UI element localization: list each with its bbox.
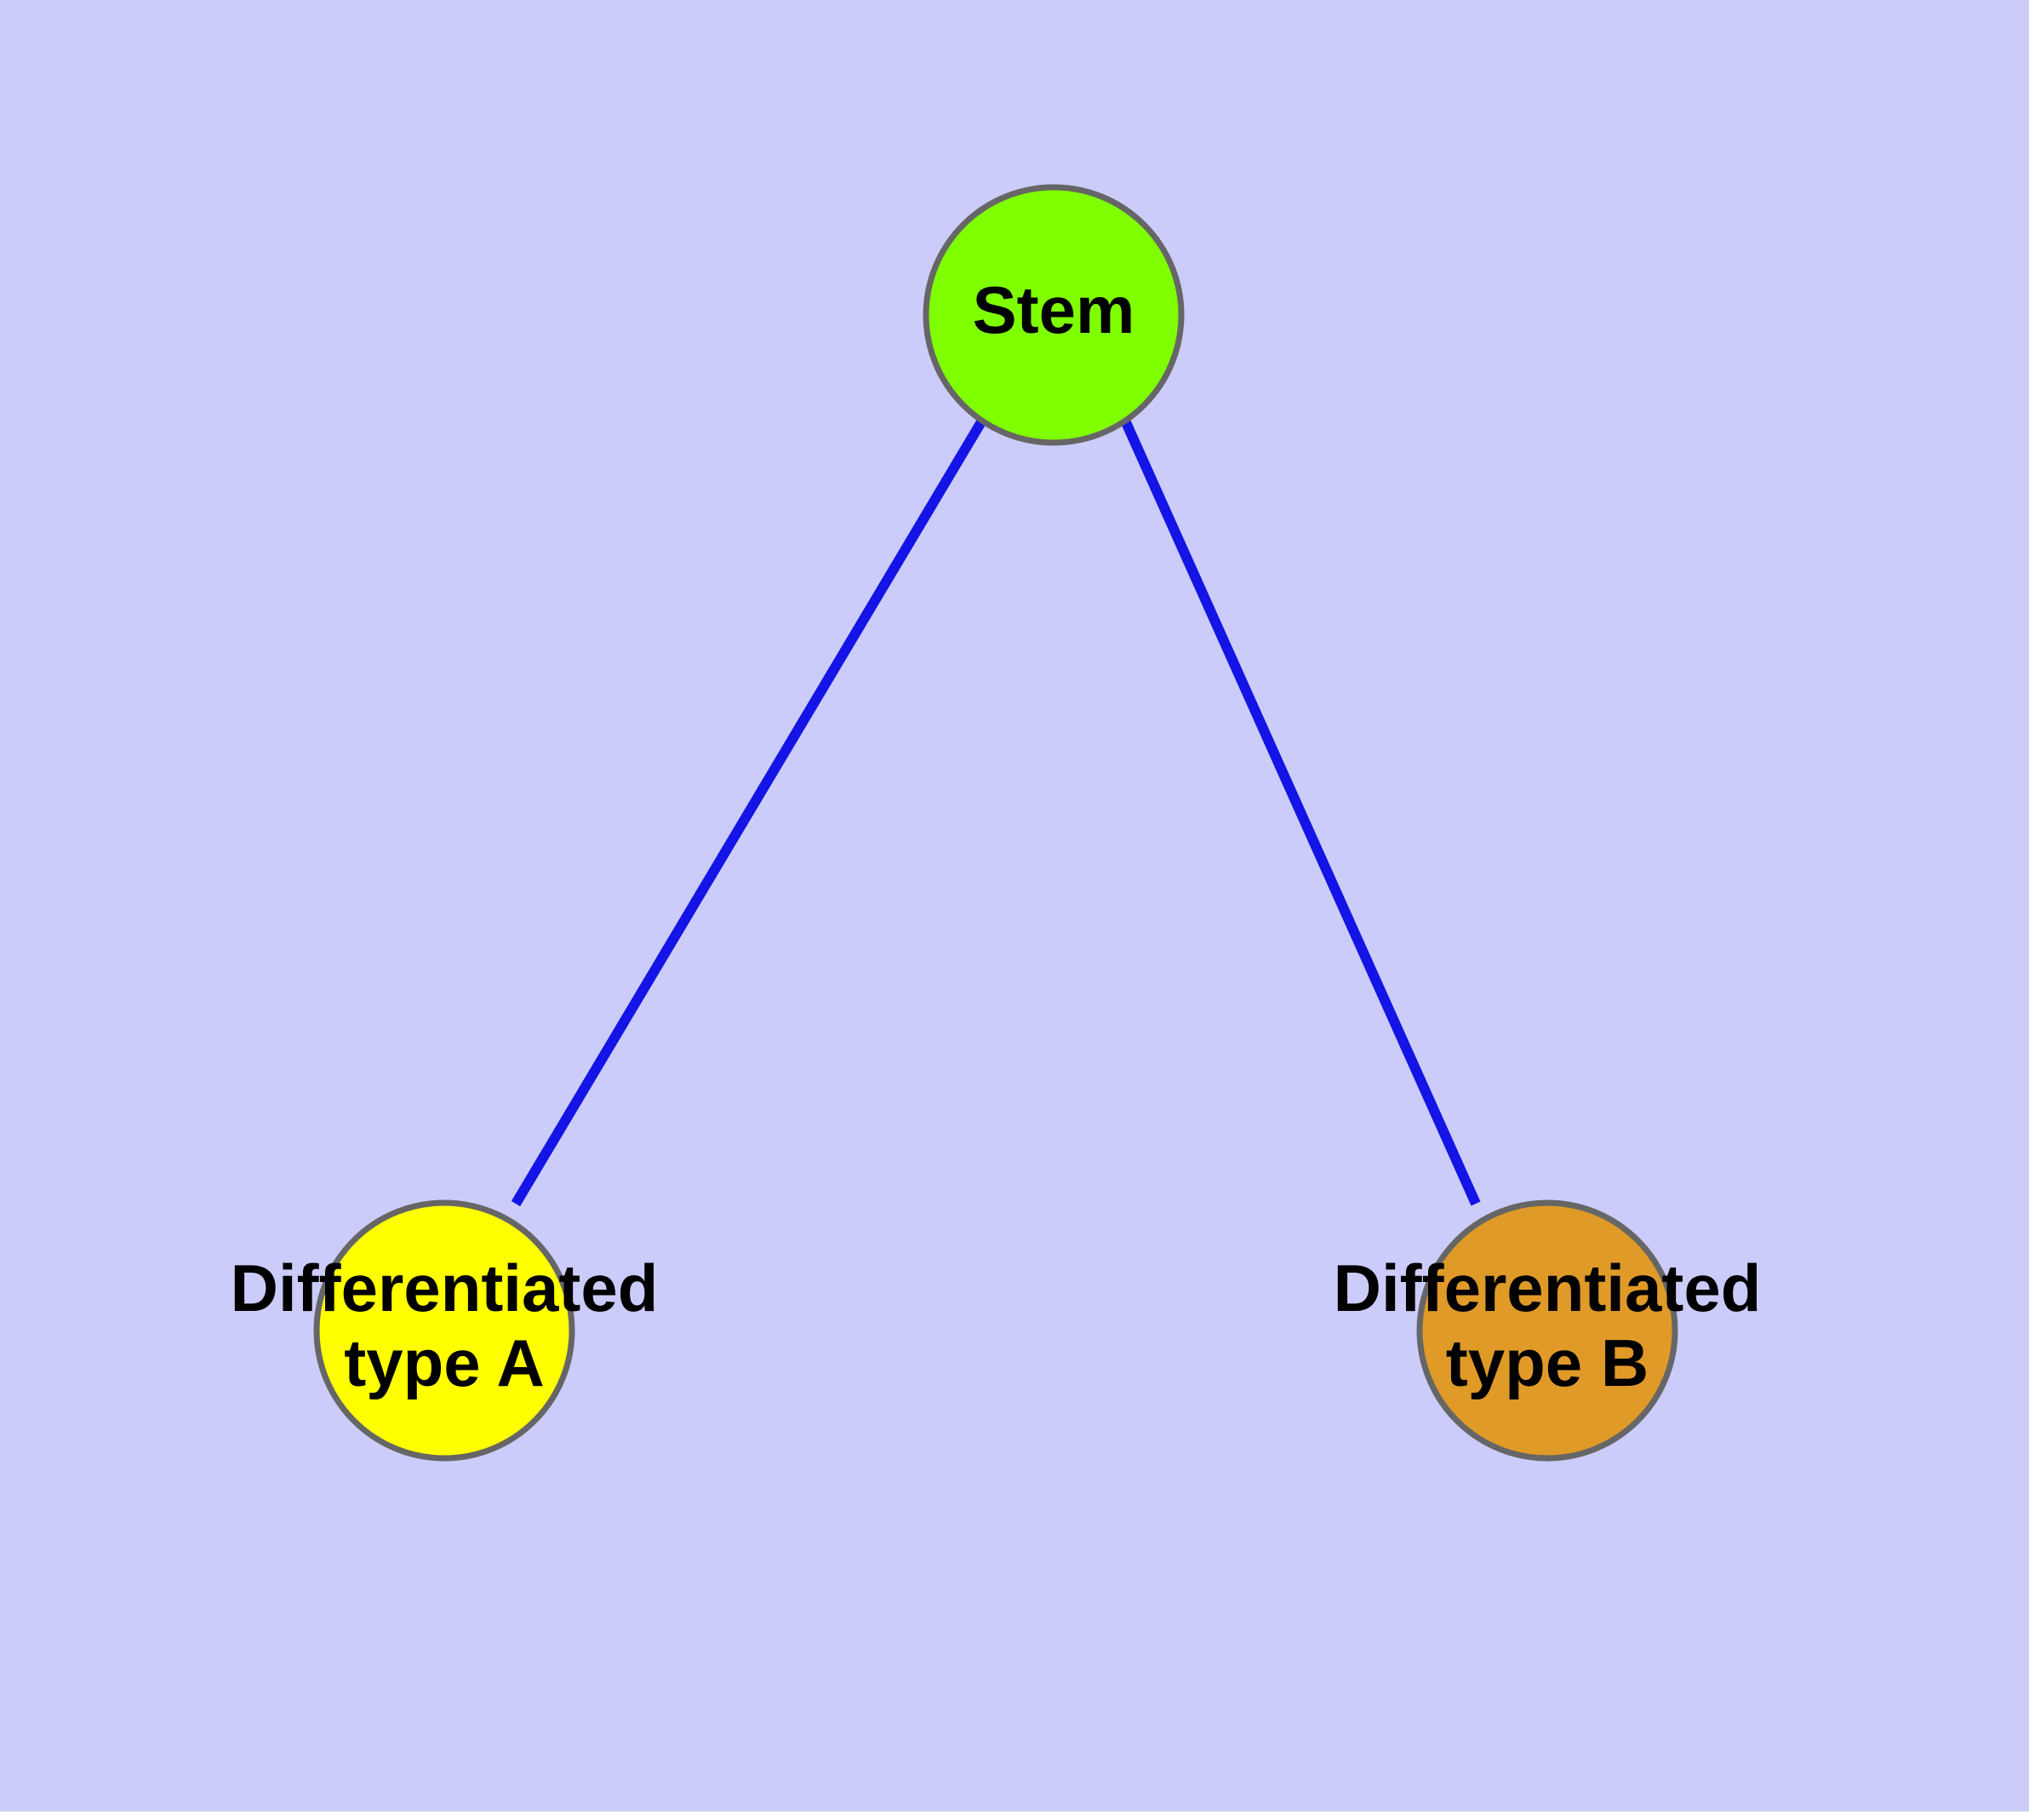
node-stem-circle[interactable] (923, 184, 1185, 446)
node-label-line: Differentiated (231, 1251, 659, 1325)
node-stem-label: Stem (973, 272, 1135, 347)
edge-stem-to-differentiated-type-a[interactable] (511, 417, 987, 1207)
node-label-line: Differentiated (1334, 1251, 1762, 1325)
node-differentiated-type-b-circle[interactable] (1416, 1199, 1678, 1462)
node-stem[interactable] (923, 184, 1185, 446)
node-label-line: Stem (973, 272, 1135, 347)
node-group (313, 184, 1678, 1462)
node-label-line: type B (1446, 1325, 1649, 1400)
edge-group (511, 417, 1481, 1207)
node-differentiated-type-a-circle[interactable] (313, 1199, 575, 1462)
node-differentiated-type-b[interactable] (1416, 1199, 1678, 1462)
node-label-line: type A (344, 1325, 545, 1400)
edge-stem-to-differentiated-type-b[interactable] (1120, 418, 1481, 1206)
node-differentiated-type-a[interactable] (313, 1199, 575, 1462)
